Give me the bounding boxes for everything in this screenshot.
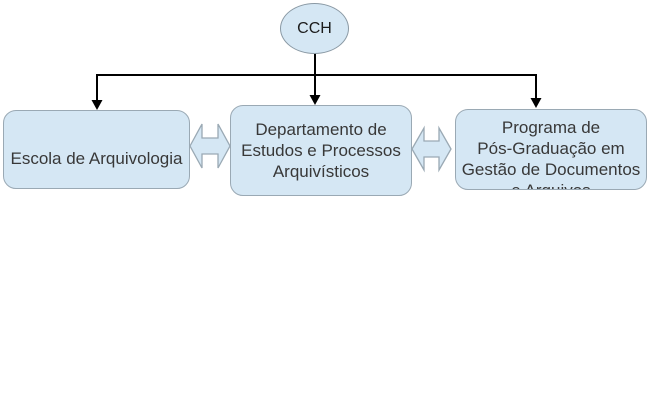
node-escola-arquivologia: Escola de Arquivologia: [3, 110, 190, 189]
node-label: Escola de Arquivologia: [10, 149, 183, 168]
node-label-line: Arquivísticos: [272, 162, 370, 181]
node-label-line: Pós-Graduação em: [477, 139, 625, 158]
arrowhead-down-right-icon: [530, 98, 542, 108]
double-arrow-right-icon: [411, 125, 452, 173]
node-programa-pos-graduacao: Programa de Pós-Graduação em Gestão de D…: [455, 109, 647, 190]
arrowhead-down-center-icon: [309, 95, 321, 105]
root-node-cch: CCH: [280, 3, 349, 54]
node-label-line: Estudos e Processos: [241, 141, 401, 160]
node-label-line: Programa de: [501, 118, 601, 137]
root-node-label: CCH: [297, 19, 332, 37]
node-label-line: Gestão de Documentos: [461, 160, 641, 179]
node-departamento-estudos: Departamento de Estudos e Processos Arqu…: [230, 105, 412, 196]
arrowhead-down-left-icon: [91, 100, 103, 110]
node-label-line-clipped: e Arquivos: [456, 180, 646, 189]
double-arrow-left-icon: [189, 123, 231, 169]
node-label-line: Departamento de: [255, 120, 387, 139]
